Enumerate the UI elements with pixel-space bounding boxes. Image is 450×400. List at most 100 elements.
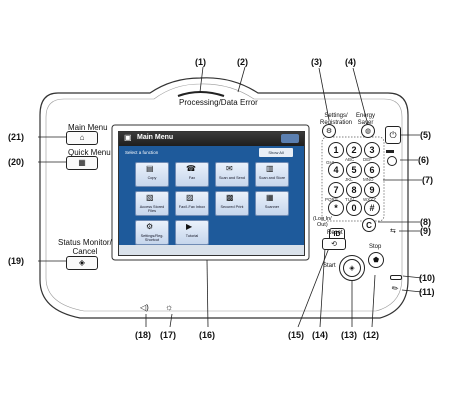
reset-label: Reset — [327, 230, 343, 236]
scan-store-icon: ▥ — [266, 164, 274, 173]
callout-10: (10) — [419, 273, 436, 283]
usb-port-icon: ⇆ — [390, 228, 396, 235]
key-3-sub: DEF — [363, 157, 372, 162]
counter-check-key[interactable] — [387, 156, 397, 166]
key-hash[interactable]: # — [364, 200, 380, 216]
scan-send-icon: ✉ — [226, 164, 233, 173]
key-2-sub: ABC — [345, 157, 355, 162]
callout-3: (3) — [311, 57, 322, 67]
panel-inner-outline — [45, 83, 403, 312]
callout-7: (7) — [422, 175, 433, 185]
volume-icon[interactable]: ◁) — [140, 303, 149, 312]
callout-1: (1) — [195, 57, 206, 67]
quick-menu-icon: ▦ — [78, 158, 86, 167]
callout-19: (19) — [8, 256, 25, 266]
callout-21: (21) — [8, 132, 25, 142]
function-secured-print[interactable]: ▩Secured Print — [215, 191, 249, 216]
brightness-icon[interactable]: ☼ — [165, 302, 174, 312]
key-8[interactable]: 8 — [346, 182, 362, 198]
function-fax[interactable]: ☎Fax — [175, 162, 209, 187]
callout-13: (13) — [341, 330, 358, 340]
status-monitor-label: Status Monitor/ Cancel — [58, 238, 112, 256]
key-4-sub: GHI — [326, 160, 335, 165]
function-scan-and-store[interactable]: ▥Scan and Store — [255, 162, 289, 187]
key-4[interactable]: 4 — [328, 162, 344, 178]
energy-icon: ◍ — [364, 128, 372, 135]
energy-saver-label: Energy Saver — [356, 113, 376, 126]
energy-saver-key[interactable]: ◍ — [361, 124, 375, 138]
quick-menu-button[interactable]: ▦ — [66, 156, 98, 170]
function-tutorial[interactable]: ▶Tutorial — [175, 220, 209, 245]
screen-header: ▣ Main Menu — [119, 132, 304, 146]
function-copy[interactable]: ▤Copy — [135, 162, 169, 187]
key-0[interactable]: 0 — [346, 200, 362, 216]
function-fax-inbox[interactable]: ▨Fax/I-Fax Inbox — [175, 191, 209, 216]
stop-label: Stop — [369, 244, 382, 250]
callout-12: (12) — [363, 330, 380, 340]
function-scanner[interactable]: ▦Scanner — [255, 191, 289, 216]
main-menu-label: Main Menu — [68, 123, 108, 132]
show-all-button[interactable]: Show All — [259, 148, 293, 157]
callout-20: (20) — [8, 157, 25, 167]
stop-key[interactable]: ⬟ — [368, 252, 384, 268]
key-asterisk[interactable]: * — [328, 200, 344, 216]
screen-corner-icon[interactable] — [281, 134, 299, 143]
callout-2: (2) — [237, 57, 248, 67]
quick-menu-label: Quick Menu — [68, 148, 111, 157]
stop-icon: ⬟ — [372, 257, 380, 264]
callout-6: (6) — [418, 155, 429, 165]
inbox-icon: ▨ — [186, 193, 194, 202]
callout-14: (14) — [312, 330, 329, 340]
fax-icon: ☎ — [186, 164, 196, 173]
main-power-lamp — [390, 275, 402, 280]
status-monitor-icon: ◈ — [78, 258, 86, 267]
key-5[interactable]: 5 — [346, 162, 362, 178]
tutorial-icon: ▶ — [186, 222, 193, 231]
key-9[interactable]: 9 — [364, 182, 380, 198]
screen-title: Main Menu — [137, 134, 174, 141]
home-icon: ⌂ — [79, 133, 85, 142]
status-monitor-cancel-button[interactable]: ◈ — [66, 256, 98, 270]
reset-icon: ⟲ — [331, 241, 337, 248]
start-icon: ◈ — [349, 265, 355, 272]
power-icon: ⏻ — [389, 129, 397, 140]
function-access-stored-files[interactable]: ▧Access Stored Files — [135, 191, 169, 216]
callout-15: (15) — [288, 330, 305, 340]
keypad-indicator-bar — [386, 150, 394, 153]
key-1[interactable]: 1 — [328, 142, 344, 158]
copy-icon: ▤ — [146, 164, 154, 173]
key-9-sub: WXYZ — [363, 197, 376, 202]
screen-subtitle: Select a function — [125, 150, 159, 155]
callout-9: (9) — [420, 226, 431, 236]
clear-key[interactable]: C — [362, 218, 376, 232]
function-scan-and-send[interactable]: ✉Scan and Send — [215, 162, 249, 187]
settings-registration-key[interactable]: ⚙ — [322, 124, 336, 138]
print-icon: ▩ — [226, 193, 234, 202]
indicator-bar — [177, 91, 225, 97]
reset-key[interactable]: ⟲ — [322, 238, 346, 250]
main-menu-button[interactable]: ⌂ — [66, 131, 98, 145]
leader-lines — [38, 66, 423, 328]
function-settings-shortcut[interactable]: ⚙Settings/Reg. Shortcut — [135, 220, 169, 245]
screen-status-bar — [119, 245, 304, 255]
callout-17: (17) — [160, 330, 177, 340]
start-key[interactable]: ◈ — [339, 255, 365, 281]
key-3[interactable]: 3 — [364, 142, 380, 158]
processing-data-label: Processing/Data — [179, 98, 238, 107]
id-key[interactable]: ID — [329, 228, 345, 241]
panel-outline — [39, 77, 409, 319]
key-7[interactable]: 7 — [328, 182, 344, 198]
screen-frame — [111, 124, 310, 261]
error-label: Error — [240, 98, 258, 107]
main-power-indicator[interactable]: ⏻ — [385, 126, 401, 144]
start-label: Start — [323, 263, 336, 269]
scanner-icon: ▦ — [266, 193, 274, 202]
keypad-boundary — [321, 136, 385, 222]
settings-icon: ⚙ — [146, 222, 154, 231]
key-6[interactable]: 6 — [364, 162, 380, 178]
key-5-sub: JKL — [345, 177, 353, 182]
touch-panel-display[interactable]: ▣ Main Menu Select a function Show All ▤… — [118, 131, 305, 256]
key-2[interactable]: 2 — [346, 142, 362, 158]
main-menu-screen-icon: ▣ — [124, 133, 132, 142]
